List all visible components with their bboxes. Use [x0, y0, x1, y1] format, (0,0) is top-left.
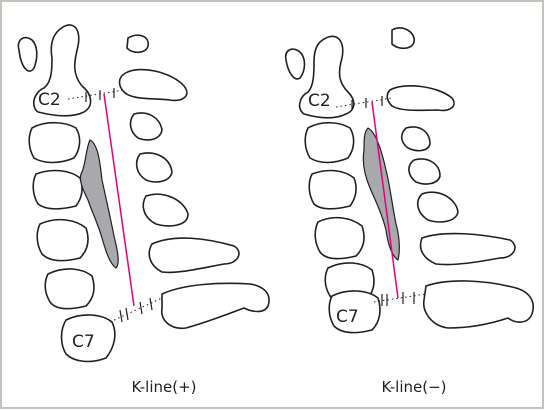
right-occipital-fragment [286, 49, 305, 79]
left-occipital-fragment [18, 38, 36, 71]
right-c2-spinous [387, 86, 454, 111]
left-c4-lamina [137, 153, 172, 182]
left-c2-spinous [120, 70, 187, 101]
right-atlas-posterior [392, 28, 414, 48]
left-c7-label: C7 [72, 332, 95, 352]
right-c2-label: C2 [308, 91, 331, 111]
right-spine [286, 28, 534, 333]
right-c2-ticks [352, 96, 382, 110]
left-c7-spinous [162, 283, 269, 328]
right-c5-lamina [418, 192, 458, 222]
left-c3-lamina [131, 113, 162, 140]
left-c2-label: C2 [38, 90, 61, 110]
left-atlas-posterior [127, 35, 148, 52]
left-spine [18, 25, 269, 362]
left-c5-lamina [143, 194, 188, 226]
left-c4-body [33, 171, 82, 209]
right-c3-lamina [402, 127, 430, 151]
left-c3-body [29, 123, 79, 163]
right-caption: K-line(−) [334, 378, 494, 396]
right-c7-label: C7 [336, 307, 359, 327]
right-opll-lesion [363, 128, 399, 260]
left-c7-ticks [120, 298, 152, 322]
left-caption: K-line(+) [84, 378, 244, 396]
right-c6-spinous [421, 234, 515, 265]
left-c7-guide [110, 298, 162, 322]
right-c4-body [309, 171, 356, 209]
right-c7-spinous [424, 281, 533, 328]
left-c5-body [37, 220, 88, 261]
left-k-line [104, 94, 134, 306]
right-c3-body [305, 123, 353, 163]
left-c6-spinous [149, 238, 239, 272]
right-c4-lamina [409, 159, 440, 184]
right-c5-body [315, 218, 364, 259]
left-c6-body [45, 269, 94, 309]
